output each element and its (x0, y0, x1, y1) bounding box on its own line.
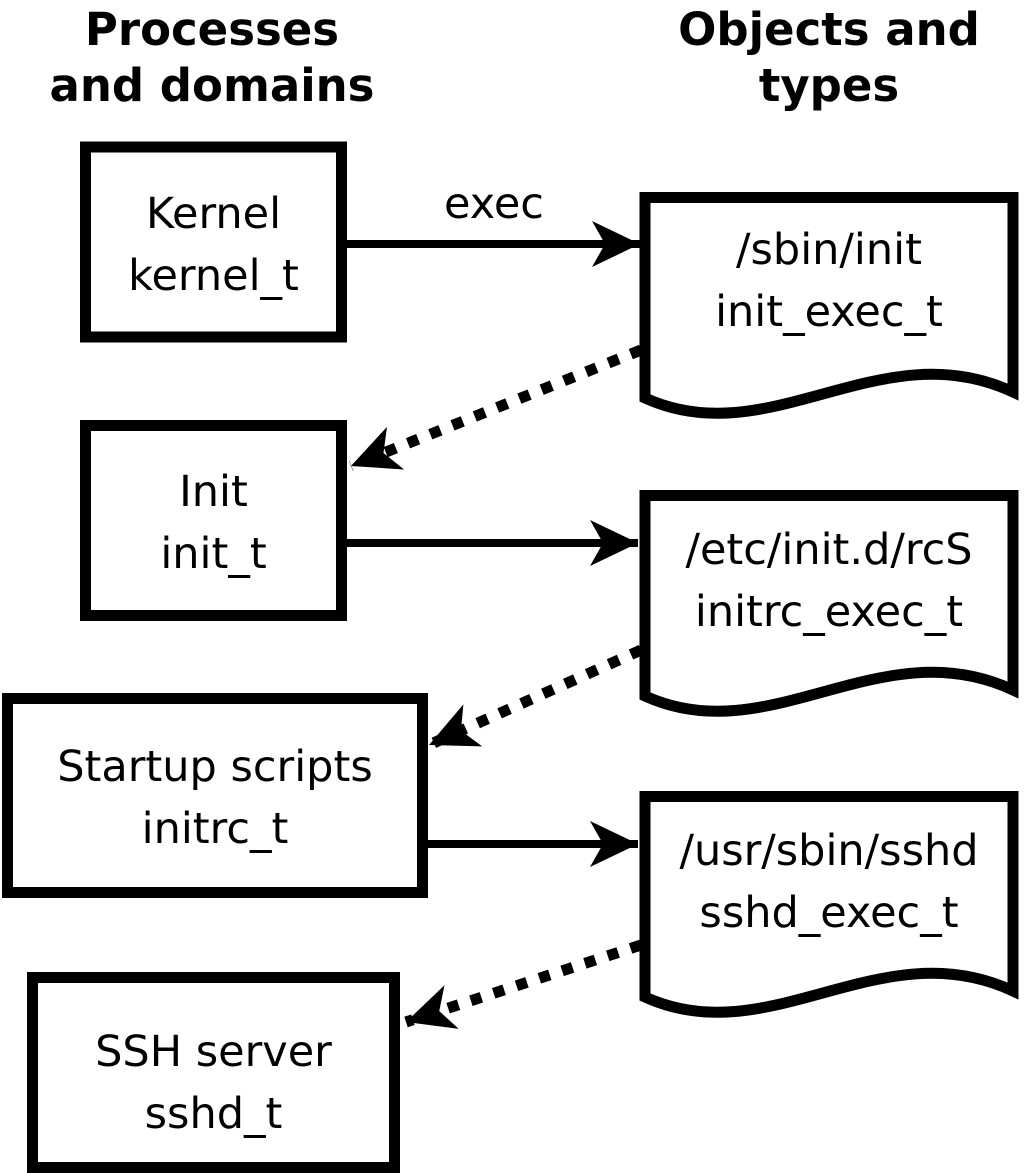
kernel-domain: kernel_t (128, 251, 299, 301)
header-objects-line2: types (759, 59, 899, 112)
process-node-kernel: Kernel kernel_t (80, 141, 347, 343)
process-node-init: Init init_t (80, 420, 347, 621)
init-box (80, 420, 347, 621)
kernel-name: Kernel (146, 189, 281, 239)
edge-sshd-exec-to-sshd (404, 939, 643, 1029)
startup-scripts-name: Startup scripts (57, 742, 373, 792)
ssh-server-domain: sshd_t (145, 1089, 283, 1139)
ssh-server-box (27, 972, 400, 1173)
object-node-sbin-init: /sbin/init init_exec_t (639, 192, 1019, 419)
object-node-usr-sbin-sshd: /usr/sbin/sshd sshd_exec_t (639, 791, 1019, 1018)
edge-rcs-to-initrc (426, 644, 644, 751)
kernel-box (80, 141, 347, 343)
rcs-path: /etc/init.d/rcS (685, 525, 972, 575)
startup-scripts-box (2, 693, 428, 898)
startup-scripts-domain: initrc_t (142, 804, 289, 854)
rcs-type: initrc_exec_t (695, 587, 963, 637)
sbin-init-type: init_exec_t (715, 287, 943, 337)
header-objects-line1: Objects and (678, 3, 980, 56)
header-processes-line2: and domains (50, 59, 375, 112)
sbin-init-path: /sbin/init (736, 225, 922, 275)
init-domain: init_t (160, 529, 266, 579)
column-header-processes: Processes and domains (50, 3, 375, 112)
sshd-type: sshd_exec_t (699, 888, 958, 938)
process-node-startup-scripts: Startup scripts initrc_t (2, 693, 428, 898)
header-processes-line1: Processes (85, 3, 339, 56)
sshd-document (639, 791, 1019, 1018)
ssh-server-name: SSH server (95, 1027, 332, 1077)
column-header-objects: Objects and types (678, 3, 980, 112)
object-node-etc-initd-rcs: /etc/init.d/rcS initrc_exec_t (639, 490, 1019, 717)
init-name: Init (179, 467, 248, 517)
sbin-init-document (639, 192, 1019, 419)
edge-sbin-init-to-init (348, 344, 644, 472)
exec-edge-label: exec (444, 179, 544, 229)
process-node-ssh-server: SSH server sshd_t (27, 972, 400, 1173)
sshd-path: /usr/sbin/sshd (679, 826, 978, 876)
rcs-document (639, 490, 1019, 717)
